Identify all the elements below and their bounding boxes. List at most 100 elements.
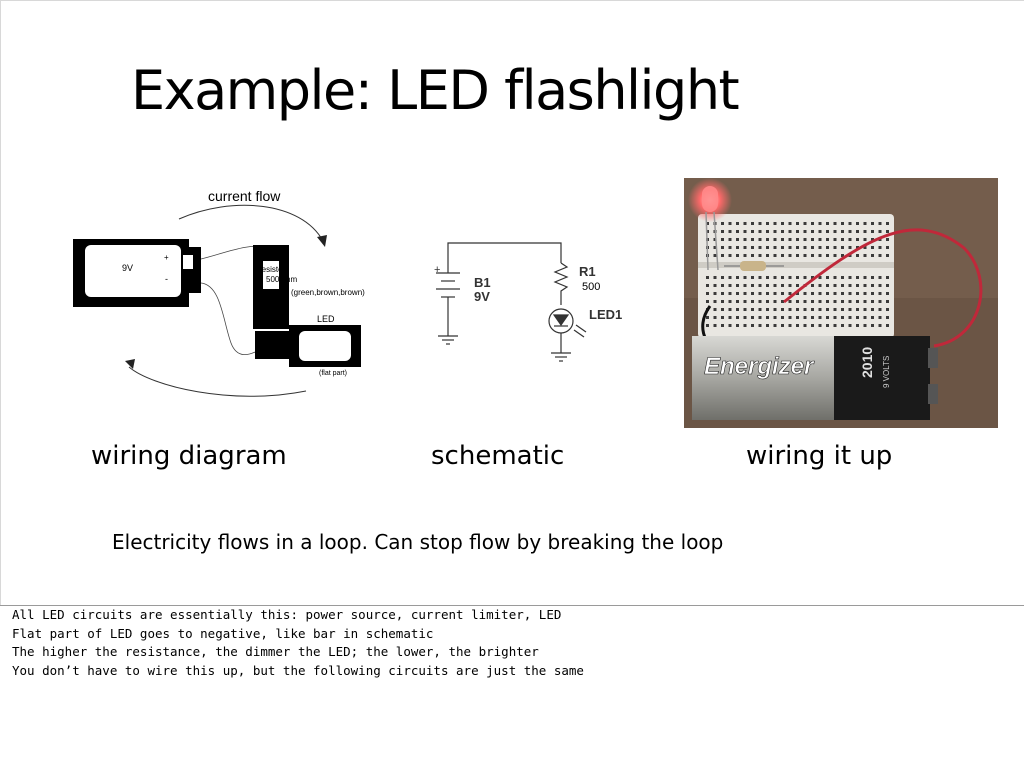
breadboard-hole [788, 254, 792, 257]
breadboard-hole [848, 324, 852, 327]
breadboard-hole [743, 222, 747, 225]
breadboard-hole [781, 300, 784, 303]
breadboard-hole [766, 324, 769, 327]
current-flow-arrow-icon [178, 204, 324, 242]
breadboard-hole [878, 284, 882, 287]
breadboard-hole [796, 238, 799, 241]
breadboard-hole [773, 238, 777, 241]
wiring-diagram: current flow 9V + - resistor 500 ohm (gr… [73, 188, 365, 397]
breadboard-hole [856, 222, 859, 225]
breadboard-hole [863, 222, 867, 225]
breadboard-hole [811, 300, 814, 303]
breadboard-hole [871, 238, 874, 241]
breadboard-hole [863, 308, 867, 311]
breadboard-hole [811, 324, 814, 327]
caption-wiring-it-up: wiring it up [746, 441, 893, 471]
breadboard-hole [766, 276, 769, 279]
breadboard-hole [856, 284, 859, 287]
breadboard-hole [856, 238, 859, 241]
breadboard-hole [773, 300, 777, 303]
notes-divider [0, 605, 1024, 606]
breadboard-hole [848, 316, 852, 319]
breadboard-hole [826, 292, 829, 295]
breadboard-hole [863, 230, 867, 233]
breadboard-hole [803, 246, 807, 249]
breadboard-hole [818, 246, 822, 249]
breadboard-hole [751, 230, 754, 233]
speaker-notes[interactable]: All LED circuits are essentially this: p… [12, 606, 584, 680]
breadboard-hole [848, 238, 852, 241]
breadboard-hole [856, 230, 859, 233]
breadboard-hole [781, 284, 784, 287]
breadboard-hole [788, 284, 792, 287]
current-flow-label: current flow [208, 188, 281, 204]
breadboard-hole [736, 324, 739, 327]
breadboard-hole [706, 316, 709, 319]
breadboard-hole [758, 284, 762, 287]
breadboard-hole [886, 316, 889, 319]
breadboard-hole [758, 308, 762, 311]
breadboard-hole [833, 230, 837, 233]
breadboard-hole [706, 300, 709, 303]
breadboard-hole [736, 292, 739, 295]
breadboard-hole [788, 308, 792, 311]
schematic-battery-ref: B1 [474, 275, 491, 290]
breadboard-hole [826, 230, 829, 233]
breadboard-hole [721, 222, 724, 225]
breadboard-hole [736, 230, 739, 233]
breadboard-hole [706, 292, 709, 295]
breadboard-hole [728, 254, 732, 257]
photo-battery-model: 2010 [859, 347, 875, 378]
schematic-battery-icon [436, 269, 460, 336]
breadboard-hole [728, 300, 732, 303]
breadboard-hole [728, 316, 732, 319]
breadboard-hole [818, 316, 822, 319]
breadboard-hole [818, 300, 822, 303]
breadboard-hole [841, 284, 844, 287]
photo-battery-icon [692, 336, 938, 420]
breadboard-hole [751, 316, 754, 319]
breadboard-hole [856, 246, 859, 249]
breadboard-hole [841, 324, 844, 327]
breadboard-hole [736, 284, 739, 287]
breadboard-hole [818, 254, 822, 257]
breadboard-hole [856, 254, 859, 257]
breadboard-hole [721, 276, 724, 279]
breadboard-hole [826, 284, 829, 287]
breadboard-hole [841, 230, 844, 233]
breadboard-hole [826, 300, 829, 303]
breadboard-hole [781, 254, 784, 257]
breadboard-hole [803, 276, 807, 279]
breadboard-hole [751, 238, 754, 241]
breadboard-hole [841, 276, 844, 279]
battery-plus-label: + [164, 253, 169, 262]
battery-voltage-label: 9V [122, 263, 133, 273]
breadboard-hole [863, 238, 867, 241]
resistor-bands-label: (green,brown,brown) [291, 288, 365, 297]
breadboard-hole [721, 324, 724, 327]
breadboard-hole [863, 254, 867, 257]
breadboard-hole [728, 238, 732, 241]
breadboard-hole [758, 254, 762, 257]
breadboard-hole [886, 230, 889, 233]
breadboard-hole [788, 222, 792, 225]
breadboard-hole [736, 300, 739, 303]
breadboard-hole [803, 300, 807, 303]
breadboard-hole [766, 246, 769, 249]
wire-negative [200, 282, 262, 356]
breadboard-hole [811, 316, 814, 319]
breadboard-hole [721, 292, 724, 295]
breadboard-hole [751, 284, 754, 287]
breadboard-hole [721, 300, 724, 303]
breadboard-hole [878, 316, 882, 319]
breadboard-hole [826, 222, 829, 225]
breadboard-hole [751, 308, 754, 311]
breadboard-hole [886, 292, 889, 295]
breadboard-hole [766, 316, 769, 319]
breadboard-hole [841, 238, 844, 241]
breadboard-hole [841, 292, 844, 295]
breadboard-hole [856, 308, 859, 311]
breadboard-hole [736, 276, 739, 279]
breadboard-hole [721, 238, 724, 241]
breadboard-hole [736, 238, 739, 241]
